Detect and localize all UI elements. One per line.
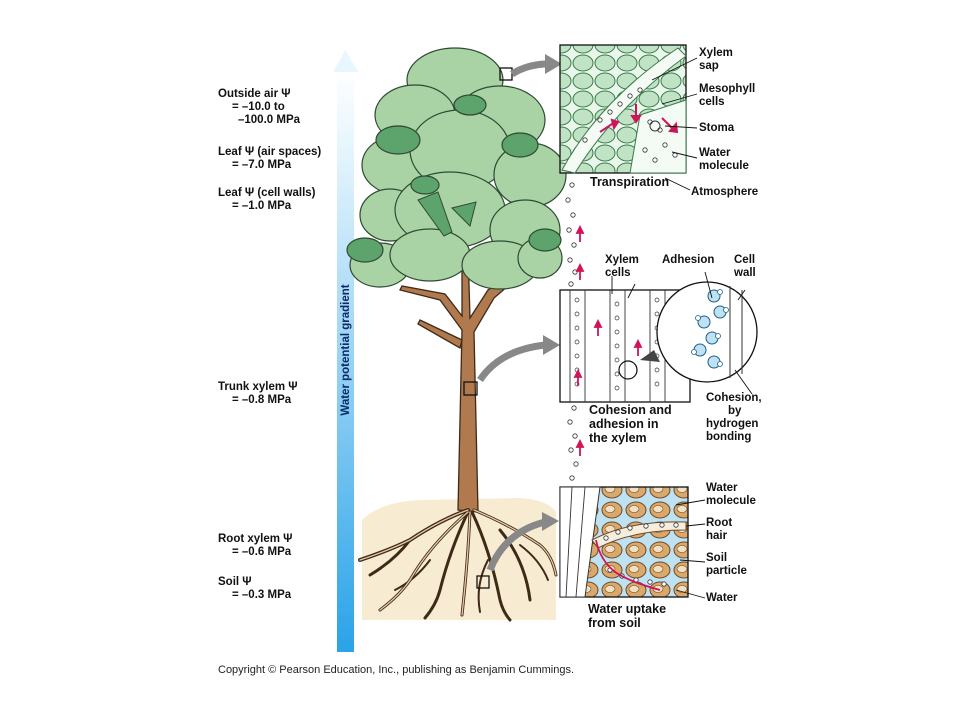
callout-box-trunk	[463, 381, 478, 396]
label-water: Water	[706, 592, 738, 604]
soil-ground	[362, 498, 556, 620]
label-mesophyll-cells: Mesophyll cells	[699, 83, 756, 108]
water-flow-arrows	[575, 224, 585, 456]
leader-lines	[611, 57, 753, 599]
caption-cohesion: Cohesion and adhesion in the xylem	[589, 403, 672, 445]
potential-soil: Soil Ψ = –0.3 MPa	[218, 576, 292, 601]
water-column	[565, 182, 579, 481]
label-stoma: Stoma	[699, 122, 735, 134]
label-xylem-cells: Xylem cells	[605, 254, 639, 279]
gradient-label: Water potential gradient	[340, 284, 352, 416]
root-inner	[359, 509, 557, 616]
label-soil-particle: Soil particle	[706, 552, 747, 577]
label-water-molecule-soil: Water molecule	[706, 482, 756, 507]
label-cell-wall: Cell wall	[734, 254, 756, 279]
magnified-cohesion	[656, 281, 758, 383]
potential-root-xylem: Root xylem Ψ = –0.6 MPa	[218, 533, 293, 558]
potential-outside-air: Outside air Ψ = –10.0 to –100.0 MPa	[218, 88, 301, 126]
callout-arrow-transpiration	[510, 54, 562, 78]
label-xylem-sap: Xylem sap	[699, 47, 733, 72]
callout-arrow-cohesion	[477, 335, 560, 383]
label-atmosphere: Atmosphere	[691, 186, 759, 198]
potential-leaf-cell-walls: Leaf Ψ (cell walls) = –1.0 MPa	[218, 187, 316, 212]
panel-water-uptake	[559, 486, 689, 598]
label-cohesion-hydrogen-bonding: Cohesion, by hydrogen bonding	[706, 392, 762, 443]
caption-water-uptake: Water uptake from soil	[588, 602, 667, 630]
inner-branches	[417, 191, 477, 237]
panel-transpiration	[559, 44, 687, 174]
callout-arrow-uptake	[486, 512, 559, 572]
label-adhesion: Adhesion	[662, 254, 715, 266]
callout-box-root	[476, 575, 490, 589]
copyright-notice: Copyright © Pearson Education, Inc., pub…	[218, 664, 575, 676]
caption-transpiration: Transpiration	[590, 175, 670, 189]
water-potential-gradient-arrow	[333, 50, 358, 652]
tree-foliage	[346, 47, 567, 290]
potential-trunk-xylem: Trunk xylem Ψ = –0.8 MPa	[218, 381, 298, 406]
label-root-hair: Root hair	[706, 517, 733, 542]
potential-leaf-air-spaces: Leaf Ψ (air spaces) = –7.0 MPa	[218, 146, 322, 171]
label-water-molecule-top: Water molecule	[699, 147, 749, 172]
